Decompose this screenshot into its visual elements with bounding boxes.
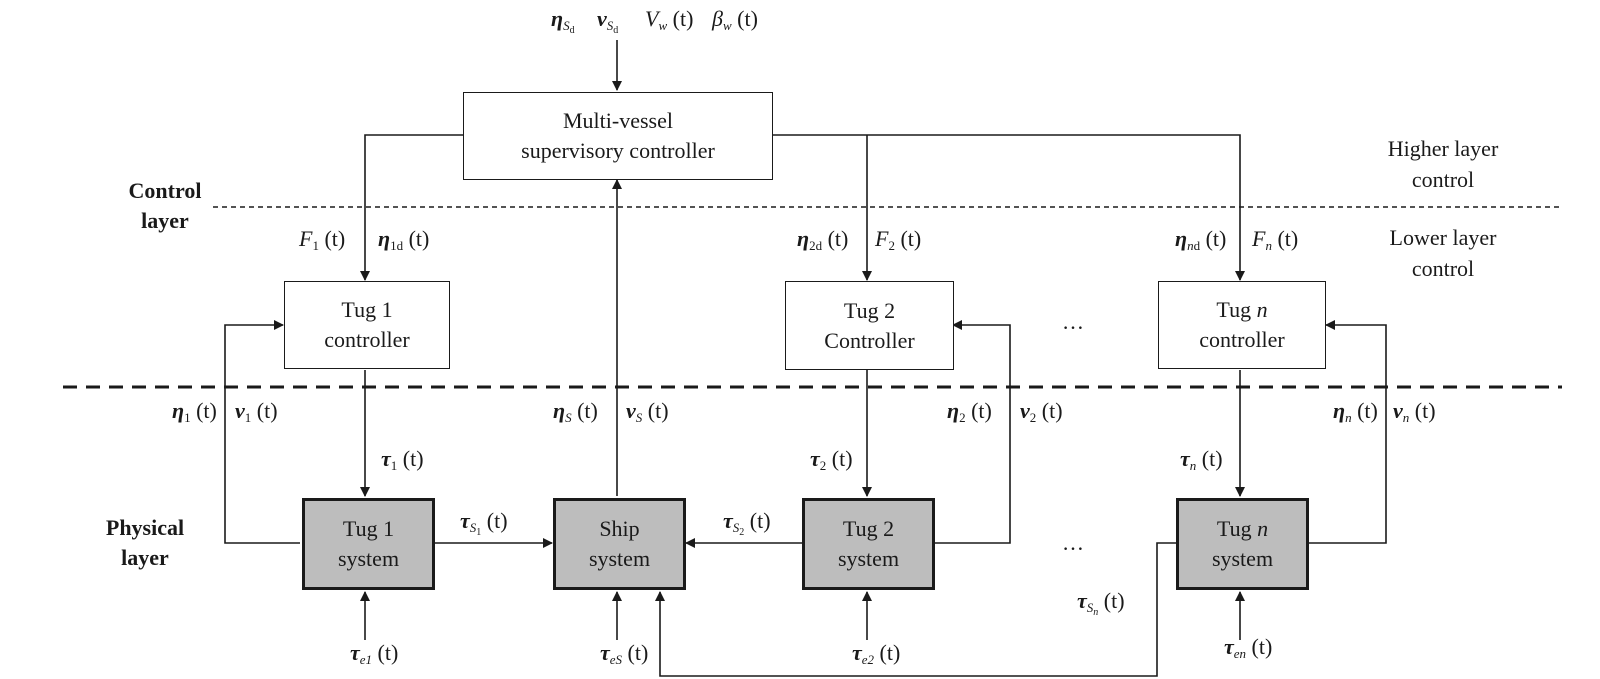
label-nu-sd: vSd [597,6,619,36]
label-taun: τn (t) [1180,446,1223,473]
label-vw: Vw (t) [645,6,694,33]
control-layer-line2: layer [141,208,189,233]
supervisory-line2: supervisory controller [521,138,715,163]
label-eta2d: η2d (t) [797,226,849,253]
physical-layer-line2: layer [121,545,169,570]
tugn-system-index: n [1257,516,1269,541]
label-tau-sn: τSn (t) [1077,588,1125,618]
lower-layer-line1: Lower layer [1389,225,1497,250]
label-eta2: η2 (t) [947,398,992,425]
physical-layer-line1: Physical [105,515,185,540]
tugn-controller-line2: controller [1199,327,1285,352]
tug1-system-line2: system [337,546,400,571]
label-f2: F2 (t) [875,226,922,253]
ship-system-line1: Ship [599,516,640,541]
label-betaw: βw (t) [712,6,758,33]
tug2-system-line2: system [837,546,900,571]
tugn-system-line2: system [1211,546,1274,571]
label-etan: ηn (t) [1333,398,1378,425]
label-nu-s: vS (t) [626,398,669,425]
tug2-system-line1: Tug 2 [842,516,895,541]
label-f1: F1 (t) [299,226,346,253]
tugn-controller-box: Tug n controller [1158,281,1326,369]
label-tau-s1: τS1 (t) [460,508,508,538]
tug1-controller-line1: Tug 1 [341,297,393,322]
tug2-controller-line2: Controller [824,327,915,353]
higher-layer-note: Higher layer control [1358,133,1528,195]
physical-layer-title: Physical layer [80,513,210,573]
label-eta1d: η1d (t) [378,226,430,253]
higher-layer-line1: Higher layer [1387,136,1499,161]
label-tau2: τ2 (t) [810,446,853,473]
higher-layer-line2: control [1411,167,1475,192]
tugn-controller-index: n [1256,297,1268,322]
tugn-feedback-arrow [1308,320,1387,544]
tugn-controller-name: Tug [1216,297,1252,322]
ship-system-box: Ship system [553,498,686,590]
lower-layer-note: Lower layer control [1358,222,1528,284]
tug1-controller-box: Tug 1 controller [284,281,450,369]
tugn-to-ship-arrow [655,542,1176,677]
label-etand: ηnd (t) [1175,226,1227,253]
tug1-system-line1: Tug 1 [342,516,395,541]
sup-to-tugn-arrow [773,134,1245,281]
tugn-system-name: Tug [1216,516,1252,541]
control-layer-line1: Control [128,178,202,203]
sup-to-tug1-arrow [360,134,463,281]
label-tau-e1: τe1 (t) [350,640,399,667]
tugn-controller-line1: Tug n [1216,295,1267,325]
label-tau1: τ1 (t) [381,446,424,473]
ellipsis-controllers: … [1062,309,1085,334]
supervisory-line1: Multi-vessel [563,108,673,133]
tugn-system-line1: Tug n [1217,514,1268,544]
control-layer-title: Control layer [100,176,230,236]
supervisory-controller-box: Multi-vessel supervisory controller [463,92,773,180]
tugn-system-box: Tug n system [1176,498,1309,590]
tug1-feedback-arrow [224,320,300,544]
tug2-controller-box: Tug 2 Controller [785,281,954,370]
label-nun: vn (t) [1393,398,1436,425]
label-nu1: v1 (t) [235,398,278,425]
label-eta1: η1 (t) [172,398,217,425]
ellipsis-systems: … [1062,530,1085,555]
label-tau-en: τen (t) [1224,634,1273,661]
label-nu2: v2 (t) [1020,398,1063,425]
lower-layer-line2: control [1411,256,1475,281]
tug1-controller-line2: controller [324,327,410,352]
ship-system-line2: system [588,546,651,571]
label-fn: Fn (t) [1252,226,1299,253]
tug2-system-box: Tug 2 system [802,498,935,590]
tug1-system-box: Tug 1 system [302,498,435,590]
label-tau-es: τeS (t) [600,640,649,667]
label-tau-s2: τS2 (t) [723,508,771,538]
label-tau-e2: τe2 (t) [852,640,901,667]
label-eta-sd: ηSd [551,6,575,36]
tug2-feedback-arrow [934,320,1011,544]
label-eta-s: ηS (t) [553,398,598,425]
tug2-controller-line1: Tug 2 [843,297,896,323]
